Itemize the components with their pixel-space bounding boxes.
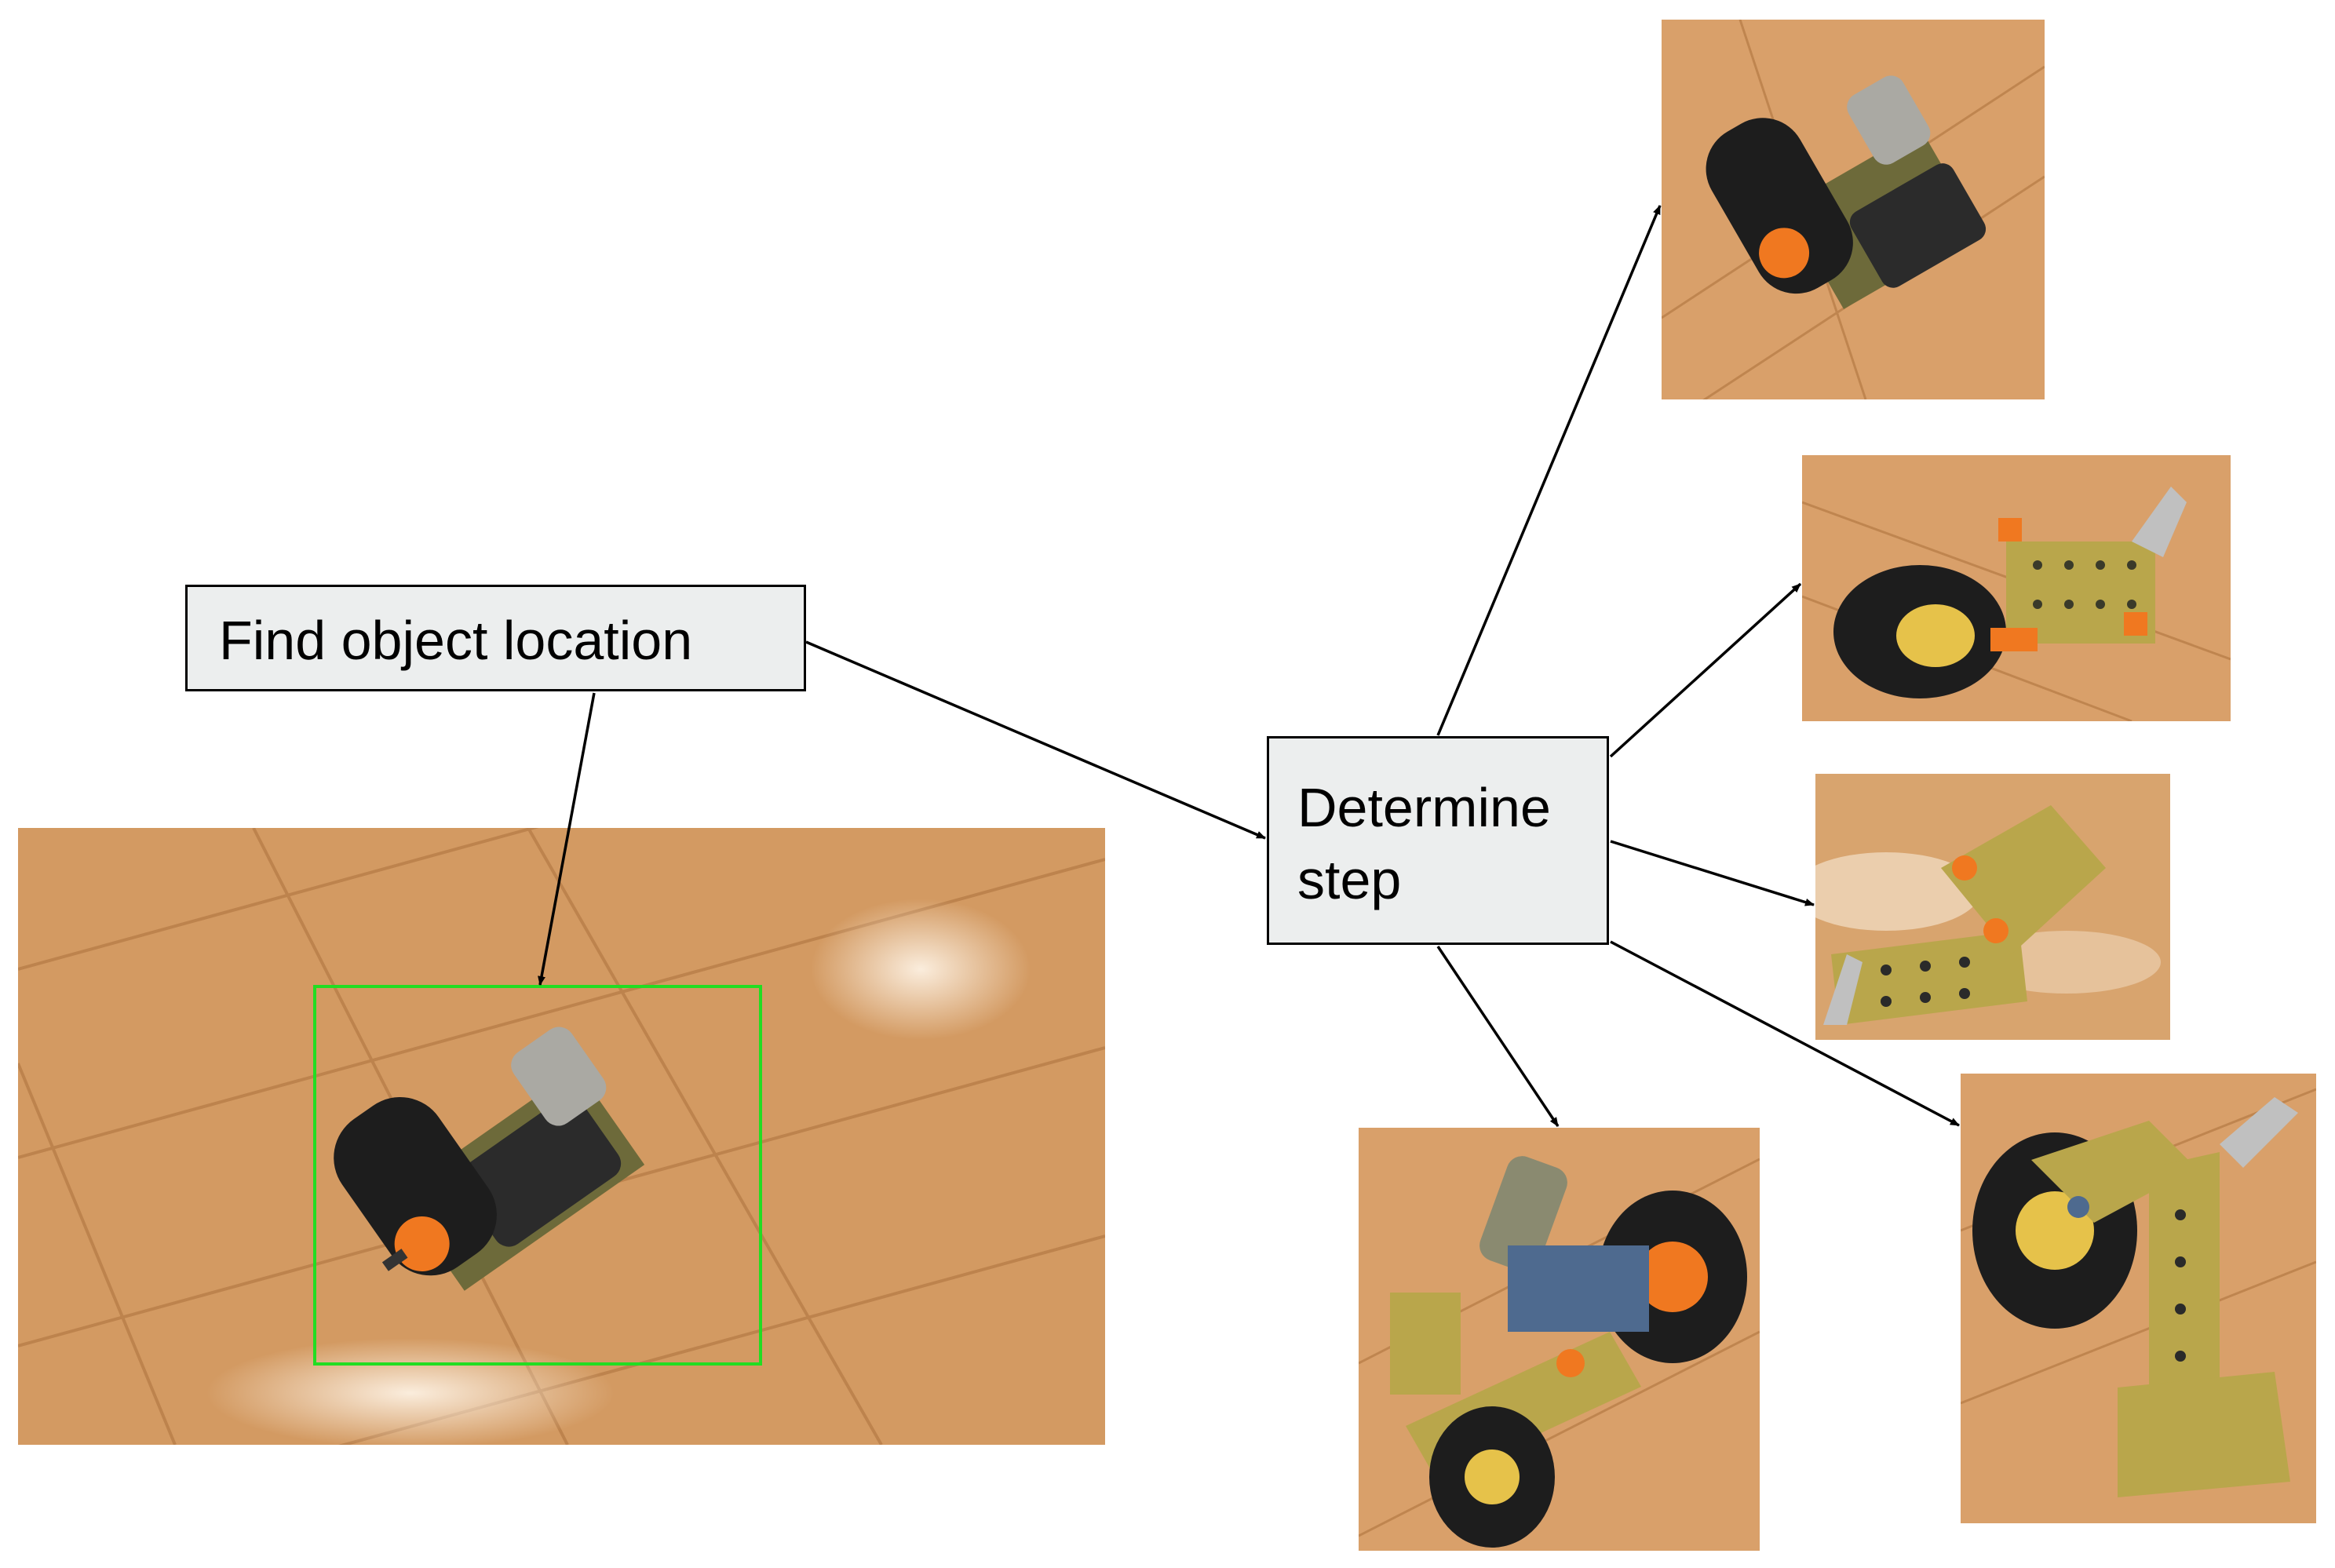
arrow-step-to-photo-3 (1610, 840, 1815, 906)
find-object-location-box: Find object location (185, 585, 806, 691)
arrow-step-to-photo-2 (1609, 582, 1802, 758)
arrow-step-to-photo-4 (1436, 946, 1560, 1127)
step-photo-4 (1359, 1128, 1760, 1551)
find-object-location-label: Find object location (219, 610, 693, 671)
determine-step-label-line2: step (1297, 849, 1402, 910)
determine-step-label-line1: Determine (1297, 777, 1551, 838)
arrow-find-to-determine-step (805, 640, 1266, 840)
step-photo-1 (1662, 20, 2045, 399)
detection-box (313, 985, 762, 1366)
arrow-step-to-photo-1 (1436, 205, 1662, 736)
step-photo-2 (1802, 455, 2231, 721)
step-photo-3 (1815, 774, 2170, 1040)
step-photo-5 (1961, 1074, 2316, 1523)
determine-step-box: Determine step (1267, 736, 1609, 945)
